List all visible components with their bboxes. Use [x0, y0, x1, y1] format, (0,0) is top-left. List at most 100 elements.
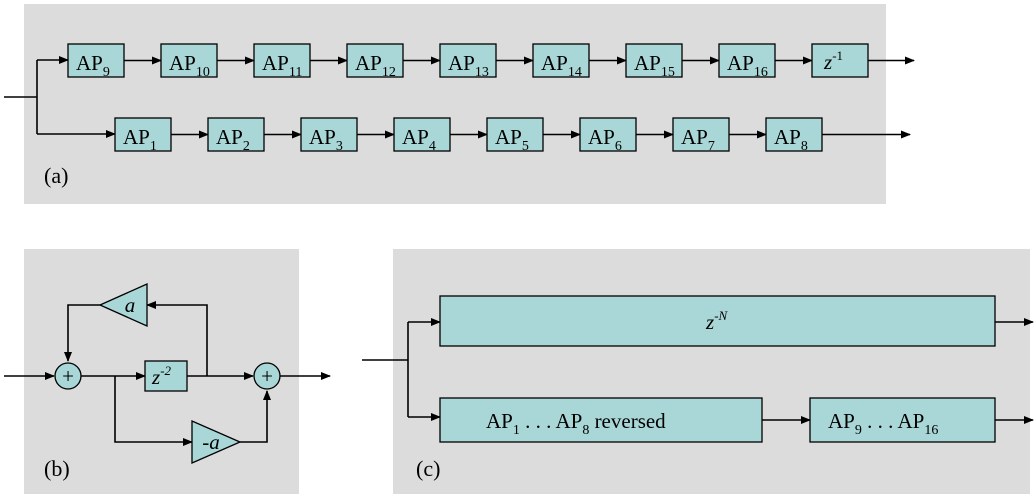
panel-b-feedback-line: [146, 301, 208, 376]
ap-block-1-label: AP1: [123, 125, 157, 154]
ap-block-2-label: AP2: [216, 125, 250, 154]
delay-z-2-sup: -2: [160, 363, 171, 378]
ap-block-3-base: AP: [309, 125, 336, 149]
delay-z-1-sup: -1: [832, 48, 843, 63]
ap-block-4: [393, 117, 451, 152]
ap-block-14-base: AP: [541, 51, 568, 75]
ap-block-9-label: AP9: [76, 51, 110, 80]
ap-block-15-label: AP15: [634, 51, 675, 80]
ap-block-14-sub: 14: [568, 65, 582, 80]
ap-block-10: [160, 43, 218, 78]
ap-block-13-sub: 13: [475, 65, 489, 80]
delay-z-N-text: z-N: [705, 308, 729, 334]
ap-forward-text: AP9 . . . AP16: [828, 409, 938, 438]
ap-block-8-base: AP: [774, 125, 801, 149]
gain-a-label: a: [125, 293, 136, 317]
delay-z-N-sup: -N: [714, 308, 728, 323]
ap-block-13: [439, 43, 497, 78]
ap-block-3-sub: 3: [336, 139, 343, 154]
ap-block-16: [718, 43, 776, 78]
panel-a-background: [24, 4, 886, 204]
ap-block-12-label: AP12: [355, 51, 396, 80]
ap-block-15-base: AP: [634, 51, 661, 75]
ap-block-11-label: AP11: [262, 51, 302, 80]
ap-block-8: [765, 117, 823, 152]
adder-2-symbol: +: [261, 364, 273, 388]
ap-reversed-tail: reversed: [589, 409, 666, 433]
ap-block-15: [625, 43, 683, 78]
ap-block-1-base: AP: [123, 125, 150, 149]
ap-block-1-sub: 1: [150, 139, 157, 154]
ap-forward-base1: AP: [828, 409, 855, 433]
ap-block-4-base: AP: [402, 125, 429, 149]
ap-block-8-label: AP8: [774, 125, 808, 154]
delay-z-1-base: z: [823, 50, 832, 74]
ap-block-14-label: AP14: [541, 51, 582, 80]
ap-block-15-sub: 15: [661, 65, 675, 80]
ap-block-12: [346, 43, 404, 78]
ap-block-2-sub: 2: [243, 139, 250, 154]
ap-block-4-sub: 4: [429, 139, 436, 154]
delay-z-1-block: [811, 43, 869, 78]
ap-block-4-label: AP4: [402, 125, 436, 154]
panel-c-label: (c): [416, 456, 440, 481]
ap-block-5-sub: 5: [522, 139, 529, 154]
panel-c: z-N AP1 . . . AP8 reversed AP9 . . . AP1…: [362, 249, 1034, 494]
gain-a-triangle: [98, 282, 148, 328]
panel-a-label: (a): [44, 163, 68, 188]
ap-forward-base2: AP: [897, 409, 924, 433]
ap-block-10-base: AP: [169, 51, 196, 75]
ap-forward-mid: . . .: [862, 409, 898, 433]
panel-c-background: [393, 249, 1030, 494]
ap-block-9-sub: 9: [103, 65, 110, 80]
ap-block-11-sub: 11: [289, 65, 302, 80]
ap-block-9: [67, 43, 125, 78]
ap-block-6-label: AP6: [588, 125, 622, 154]
ap-block-16-base: AP: [727, 51, 754, 75]
delay-z-2-block: [144, 360, 188, 392]
ap-block-7-sub: 7: [708, 139, 715, 154]
ap-reversed-text: AP1 . . . AP8 reversed: [486, 409, 666, 438]
ap-forward-sub2: 16: [924, 423, 938, 438]
ap-block-1: [114, 117, 172, 152]
ap-forward-sub1: 9: [855, 423, 862, 438]
ap-block-8-sub: 8: [801, 139, 808, 154]
delay-z-1-label: z-1: [823, 48, 843, 74]
panel-b-label: (b): [44, 456, 70, 481]
delay-z-N-base: z: [705, 310, 714, 334]
ap-block-11-base: AP: [262, 51, 289, 75]
ap-block-16-label: AP16: [727, 51, 768, 80]
ap-block-7-base: AP: [681, 125, 708, 149]
ap-reversed-block: [439, 397, 763, 443]
ap-reversed-sub2: 8: [582, 423, 589, 438]
ap-block-12-base: AP: [355, 51, 382, 75]
ap-reversed-sub1: 1: [513, 423, 520, 438]
ap-block-7: [672, 117, 730, 152]
panel-b: + z-2 + a -a (b): [4, 249, 331, 494]
delay-z-N-block: [439, 295, 996, 347]
ap-block-10-sub: 10: [196, 65, 210, 80]
ap-reversed-base2: AP: [555, 409, 582, 433]
panel-b-feedforward-to-adder2: [240, 390, 271, 443]
ap-reversed-base1: AP: [486, 409, 513, 433]
ap-block-7-label: AP7: [681, 125, 715, 154]
ap-block-3-label: AP3: [309, 125, 343, 154]
ap-block-6-sub: 6: [615, 139, 622, 154]
panel-b-feedforward-line: [114, 376, 193, 446]
delay-z-2-base-text: z: [151, 365, 160, 389]
adder-1-symbol: +: [62, 364, 74, 388]
ap-block-13-label: AP13: [448, 51, 489, 80]
gain-neg-a-triangle: [191, 420, 242, 464]
ap-block-5-base: AP: [495, 125, 522, 149]
panel-b-feedback-to-adder1: [64, 304, 100, 362]
ap-block-6: [579, 117, 637, 152]
ap-block-2-base: AP: [216, 125, 243, 149]
ap-block-6-base: AP: [588, 125, 615, 149]
delay-z-2-base: z-2: [151, 363, 172, 389]
ap-block-10-label: AP10: [169, 51, 210, 80]
